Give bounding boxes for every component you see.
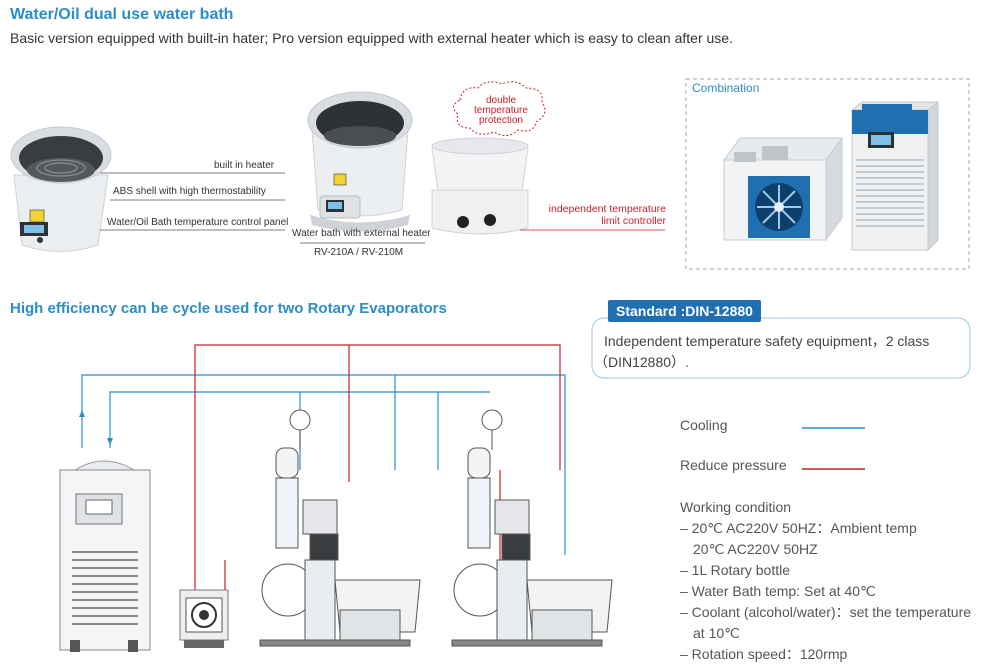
- standard-box: [591, 317, 971, 379]
- working-item: – 20℃ AC220V 50HZ：Ambient temp: [680, 520, 917, 536]
- working-item: at 10℃: [693, 625, 740, 641]
- legend-pressure-label: Reduce pressure: [680, 457, 787, 473]
- combination-box: [685, 78, 970, 270]
- vacuum-pump-image: [723, 136, 843, 242]
- water-bath-external-image: [307, 91, 413, 232]
- callout-external-heater: Water bath with external heater: [292, 228, 431, 239]
- callout-limit-controller: independent temperature limit controller: [548, 203, 666, 227]
- water-bath-built-in-image: [10, 126, 112, 252]
- working-item: – Water Bath temp: Set at 40℃: [680, 583, 876, 599]
- standard-line-1: Independent temperature safety equipment…: [604, 333, 930, 349]
- chiller-image: [850, 100, 940, 252]
- protection-cloud: [453, 81, 546, 136]
- standard-tag: Standard :DIN-12880: [608, 300, 761, 322]
- working-condition-title: Working condition: [680, 499, 792, 515]
- rotary-evaporator-2-image: [451, 409, 613, 647]
- legend-cooling-label: Cooling: [680, 417, 728, 433]
- working-item: 20℃ AC220V 50HZ: [693, 541, 818, 557]
- circulation-chiller-image: [59, 460, 151, 652]
- section-title-water-bath: Water/Oil dual use water bath: [10, 6, 234, 23]
- callout-control-panel: Water/Oil Bath temperature control panel: [107, 217, 289, 228]
- rotary-evaporator-1-image: [259, 409, 421, 647]
- callout-abs-shell: ABS shell with high thermostability: [113, 186, 266, 197]
- callout-models: RV-210A / RV-210M: [314, 247, 404, 258]
- working-item: – Rotation speed：120rmp: [680, 646, 848, 662]
- combination-label: Combination: [692, 81, 760, 95]
- working-condition-list: – 20℃ AC220V 50HZ：Ambient temp 20℃ AC220…: [680, 518, 971, 665]
- working-item: – 1L Rotary bottle: [680, 562, 790, 578]
- small-vacuum-pump-image: [179, 589, 229, 648]
- standard-line-2: （DIN12880）.: [594, 354, 689, 370]
- callout-double-protection: double temperature protection: [474, 95, 528, 126]
- section-title-rotary: High efficiency can be cycle used for tw…: [10, 300, 447, 317]
- callout-built-in-heater: built in heater: [214, 160, 275, 171]
- water-bath-pro-image: [431, 137, 529, 235]
- section-subtitle: Basic version equipped with built-in hat…: [10, 30, 733, 46]
- working-item: – Coolant (alcohol/water)：set the temper…: [680, 604, 972, 620]
